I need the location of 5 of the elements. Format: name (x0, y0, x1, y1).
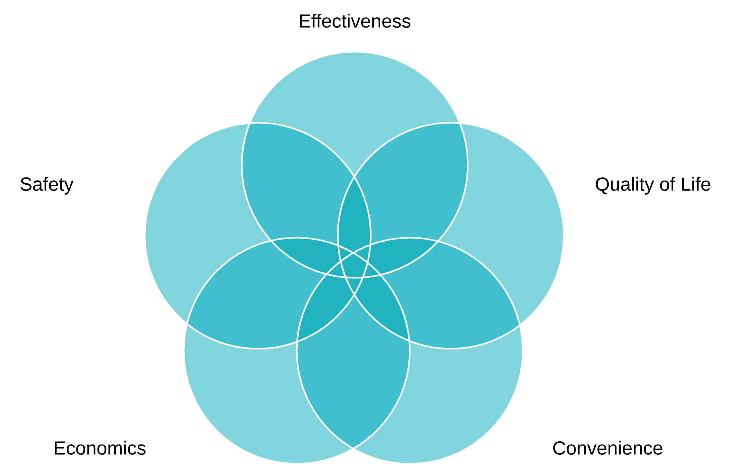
circle-label: Quality of Life (596, 177, 710, 195)
circle-label: Safety (20, 177, 74, 195)
circle-label: Convenience (554, 441, 663, 455)
circle-label: Effectiveness (300, 14, 411, 28)
circle-label: Economics (55, 441, 146, 455)
